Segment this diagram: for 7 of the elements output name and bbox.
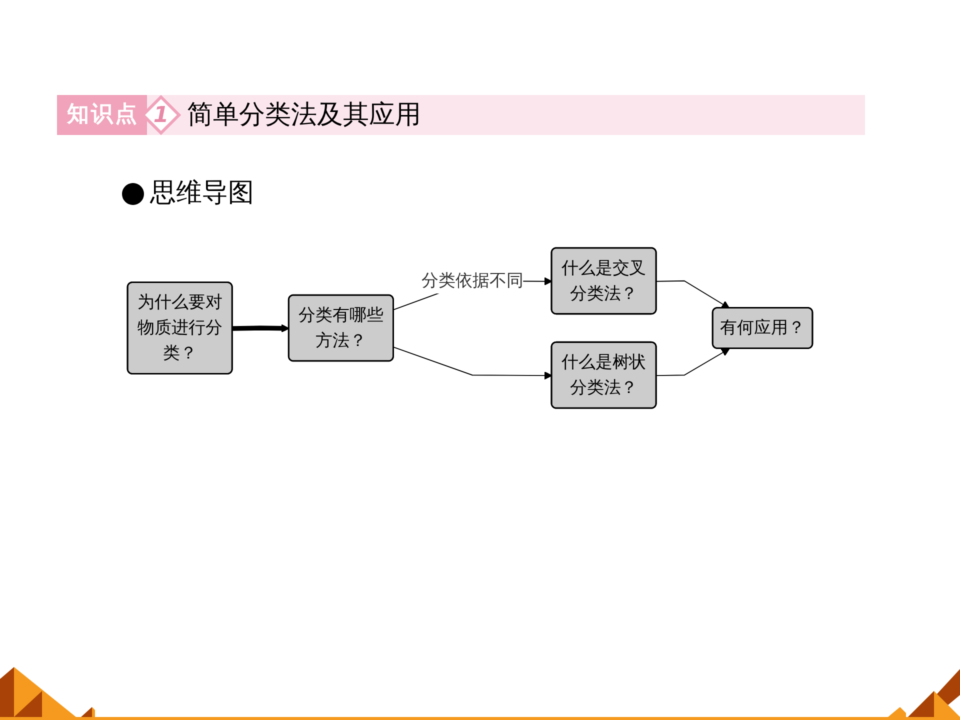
edge-label: 分类依据不同 — [421, 271, 524, 291]
arrow — [656, 280, 730, 309]
arrow — [393, 346, 552, 380]
arrow — [656, 348, 730, 376]
title: 简单分类法及其应用 — [187, 99, 421, 132]
arrow — [232, 324, 290, 332]
section-heading: 思维导图 — [150, 177, 254, 210]
